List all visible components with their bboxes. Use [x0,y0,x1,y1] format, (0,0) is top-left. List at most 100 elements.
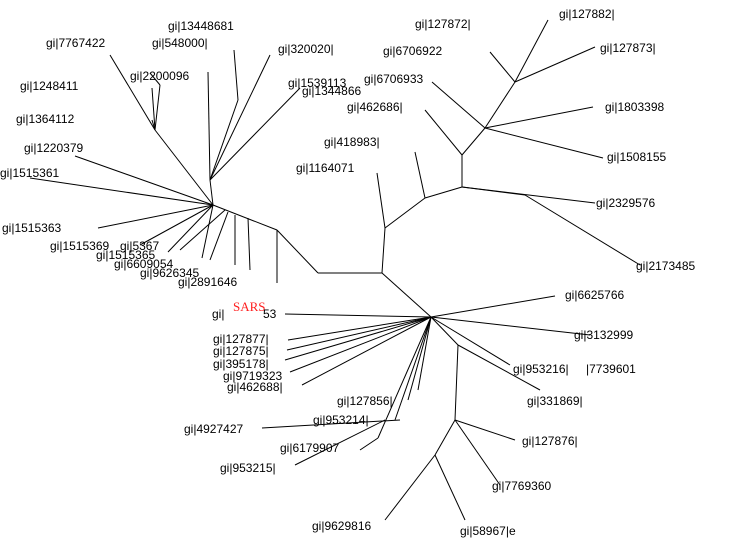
branch-6 [109,54,156,131]
branch-67 [294,419,386,466]
branch-50 [286,316,432,351]
branch-52 [289,316,432,373]
leaf-label: gi|127873| [600,41,656,55]
leaf-label: gi|9626345 [140,266,200,280]
leaf-label: gi|9629816 [312,519,372,533]
branch-4 [212,204,278,231]
highlight-label: SARS [233,299,266,314]
branch-45 [430,295,556,318]
leaf-label: 53 [263,307,277,321]
leaf-label: gi|5367 [120,239,159,253]
branch-2 [381,272,432,318]
leaf-label: gi|462688| [227,380,283,394]
branch-54 [417,316,432,391]
branch-43 [461,186,526,196]
leaf-label: gi|9719323 [223,369,283,383]
branch-37 [489,51,516,83]
leaf-label: gi|2329576 [596,196,656,210]
branch-1 [276,229,319,274]
branch-11 [209,179,214,206]
branch-20 [209,99,239,181]
branch-18 [207,71,211,181]
branch-26 [247,217,251,271]
branch-24 [209,211,229,261]
branch-49 [287,316,432,341]
branch-65 [454,419,501,486]
leaf-label: gi|953214| [313,413,369,427]
branch-51 [284,316,432,361]
leaf-label: gi|953216| [513,362,569,376]
leaf-label: gi|1515365 [96,248,156,262]
leaf-label: gi|1344866 [302,84,362,98]
branch-12 [74,155,214,206]
leaf-label: gi|1515369 [50,239,110,253]
branch-53 [301,316,432,386]
branch-34 [461,127,486,156]
branch-8 [151,119,156,131]
branch-56 [394,316,432,421]
branch-5 [154,129,214,206]
branch-46 [430,316,591,336]
leaf-label: gi|2173485 [636,259,696,273]
branch-19 [209,54,271,181]
branch-66 [261,419,401,429]
branch-15 [139,204,214,246]
leaf-label: gi|6179907 [280,441,340,455]
branch-55 [407,316,432,401]
branch-62 [434,419,456,456]
branch-30 [414,151,426,199]
branch-29 [424,186,463,199]
leaf-label: gi|127882| [559,7,615,21]
branch-9 [154,84,161,131]
branch-58 [430,316,459,346]
branch-59 [457,344,541,391]
branch-7 [151,87,156,131]
branch-41 [484,127,604,159]
leaf-label: gi|6706933 [364,72,424,86]
branch-3 [381,227,386,274]
leaf-label: gi|127875| [213,344,269,358]
leaf-label: gi|4927427 [184,422,244,436]
branch-10 [149,72,161,86]
leaf-label: gi|320020| [278,42,334,56]
leaf-label: gi|462686| [347,100,403,114]
branch-61 [454,419,516,441]
branch-22 [209,87,301,181]
branch-23 [179,209,226,251]
leaf-label: gi|58967|e [460,524,516,538]
leaf-label: gi|2891646 [178,275,238,289]
leaf-label: gi|395178| [213,357,269,371]
branch-68 [359,437,379,451]
leaf-label: gi|331869| [527,394,583,408]
leaf-label: gi|127876| [522,434,578,448]
leaf-label: gi|1539113 [288,76,347,90]
leaf-label: gi|6706922 [383,44,443,58]
leaf-label: gi|418983| [324,135,380,149]
leaf-label: |7739601 [586,362,636,376]
leaf-label: gi|1364112 [16,112,75,126]
leaf-label: gi|1803398 [605,100,665,114]
branch-35 [431,81,486,129]
leaf-label: gi|127856| [337,394,393,408]
branch-17 [201,204,214,259]
leaf-label: gi|127877| [213,332,269,346]
leaf-label: gi|6609054 [114,257,174,271]
branch-39 [514,46,596,83]
branch-14 [97,204,214,229]
leaf-label: gi|1508155 [607,150,667,164]
branch-28 [384,197,426,229]
branch-57 [377,316,432,439]
branch-36 [484,81,516,129]
leaf-label: gi|7767422 [46,36,106,50]
branch-33 [424,109,463,156]
branch-31 [376,172,386,229]
branch-64 [434,454,466,521]
leaf-label: gi|1164071 [296,161,355,175]
branch-47 [430,316,511,366]
branch-63 [384,454,436,521]
leaf-label: gi|3132999 [574,328,634,342]
branch-16 [167,204,214,253]
leaf-label: gi|1248411 [20,79,79,93]
